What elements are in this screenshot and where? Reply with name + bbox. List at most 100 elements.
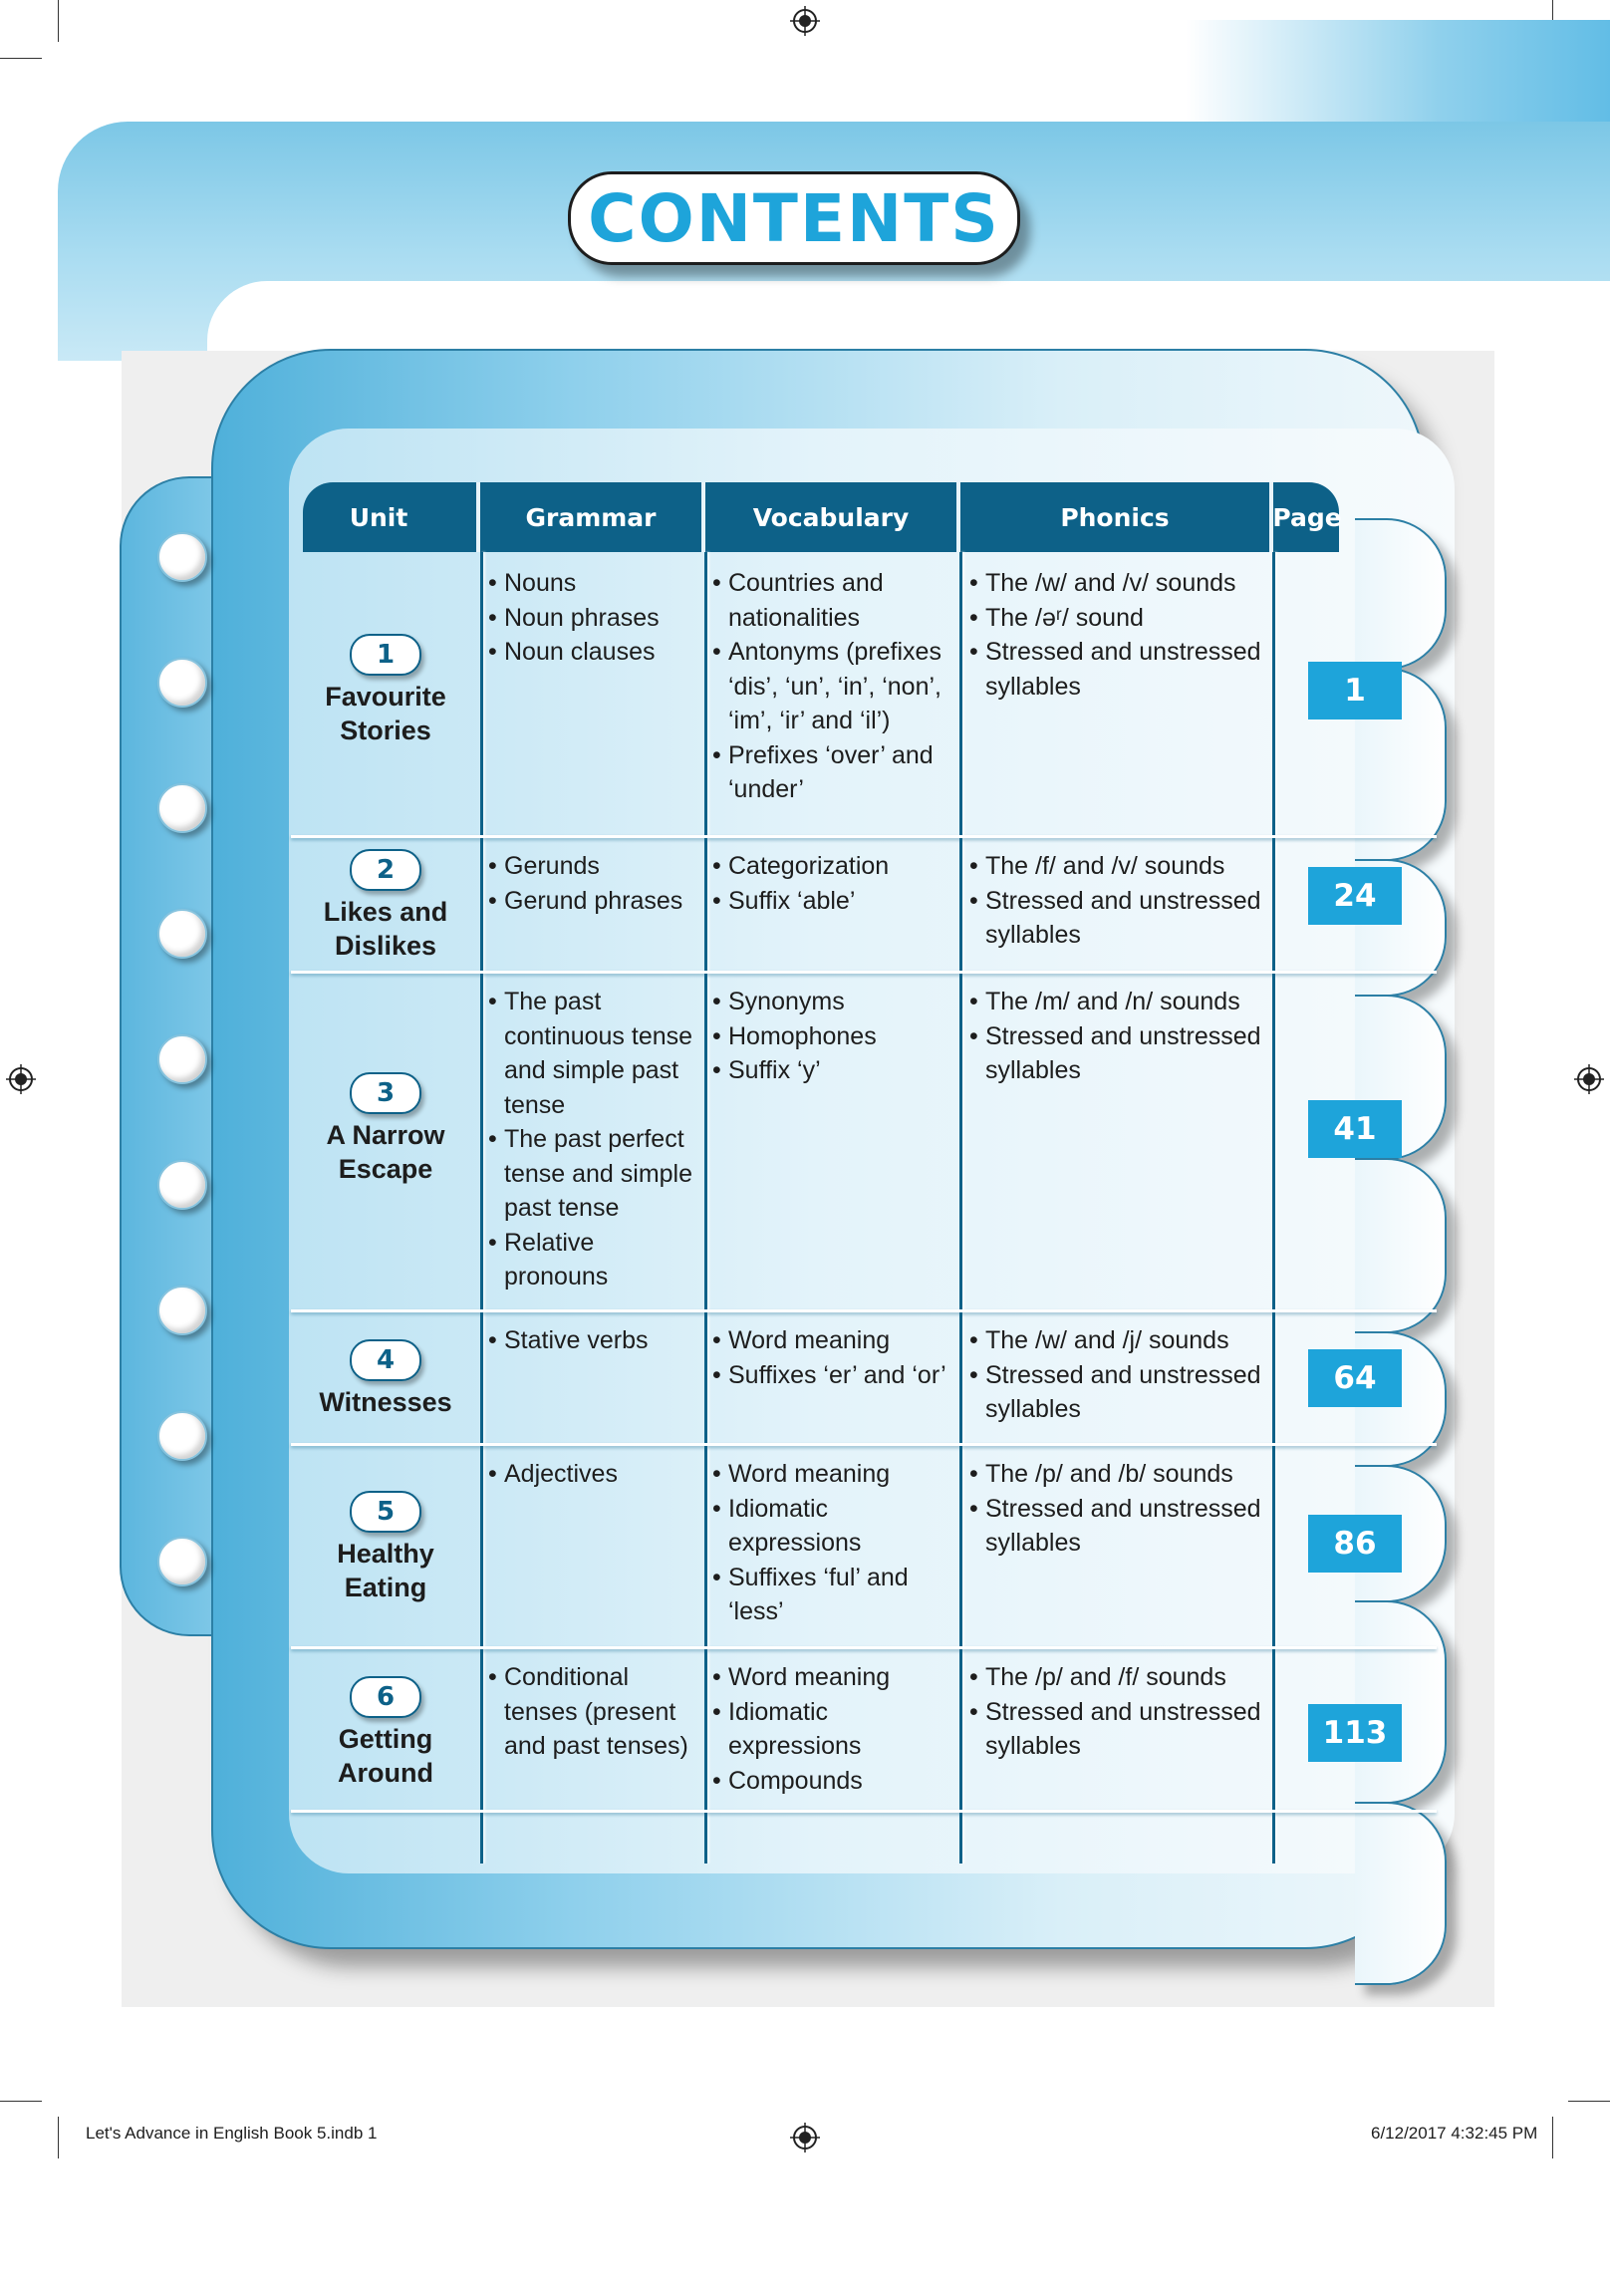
grammar-cell: Nouns Noun phrases Noun clauses [488, 566, 699, 670]
table-body: 1 Favourite Stories Nouns Noun phrases N… [291, 552, 1437, 2296]
vocabulary-item: Suffix ‘y’ [712, 1053, 957, 1088]
phonics-item: The /w/ and /v/ sounds [969, 566, 1268, 601]
registration-mark-bottom [790, 2123, 820, 2152]
phonics-item: The /w/ and /j/ sounds [969, 1323, 1268, 1358]
index-tab [1355, 1600, 1447, 1804]
grammar-item: Noun phrases [488, 601, 699, 636]
phonics-item: Stressed and unstressed syllables [969, 884, 1268, 953]
unit-name-line: Getting [338, 1724, 433, 1754]
phonics-item: Stressed and unstressed syllables [969, 1358, 1268, 1427]
binder-hole [157, 1411, 207, 1461]
binder-hole [157, 909, 207, 959]
table-row: 6 Getting Around Conditional tenses (pre… [291, 1648, 1402, 1810]
unit-name: Getting Around [291, 1722, 480, 1790]
grammar-cell: The past continuous tense and simple pas… [488, 985, 699, 1294]
unit-name-line: Eating [344, 1573, 427, 1602]
phonics-item: Stressed and unstressed syllables [969, 1492, 1268, 1561]
vocabulary-item: Word meaning [712, 1323, 957, 1358]
unit-number-badge: 4 [350, 1339, 421, 1381]
registration-mark-left [6, 1064, 36, 1094]
grammar-cell: Gerunds Gerund phrases [488, 849, 699, 918]
vocabulary-item: Countries and nationalities [712, 566, 957, 635]
table-row: 1 Favourite Stories Nouns Noun phrases N… [291, 552, 1402, 835]
binder-hole [157, 532, 207, 582]
unit-name-line: Favourite [325, 682, 446, 712]
table-row: 5 Healthy Eating Adjectives Word meaning… [291, 1445, 1402, 1646]
grammar-item: The past perfect tense and simple past t… [488, 1122, 699, 1226]
page-number: 41 [1308, 1100, 1402, 1158]
crop-mark-bottom-left-h [0, 2101, 42, 2102]
binder-hole [157, 658, 207, 708]
grammar-item: Nouns [488, 566, 699, 601]
grammar-cell: Adjectives [488, 1457, 699, 1492]
unit-number-badge: 1 [350, 634, 421, 676]
phonics-cell: The /m/ and /n/ sounds Stressed and unst… [969, 985, 1268, 1088]
unit-name-line: Stories [340, 716, 431, 745]
phonics-cell: The /p/ and /b/ sounds Stressed and unst… [969, 1457, 1268, 1561]
unit-cell: 3 A Narrow Escape [291, 1072, 480, 1186]
phonics-cell: The /p/ and /f/ sounds Stressed and unst… [969, 1660, 1268, 1764]
index-tab [1355, 518, 1447, 670]
phonics-item: The /m/ and /n/ sounds [969, 985, 1268, 1019]
header-grammar: Grammar [476, 482, 701, 552]
page-number: 64 [1308, 1349, 1402, 1407]
phonics-cell: The /w/ and /v/ sounds The /əʳ/ sound St… [969, 566, 1268, 704]
unit-name: A Narrow Escape [291, 1118, 480, 1186]
binder-hole [157, 1537, 207, 1586]
phonics-cell: The /w/ and /j/ sounds Stressed and unst… [969, 1323, 1268, 1427]
page-number: 24 [1308, 867, 1402, 925]
binder-hole [157, 783, 207, 833]
phonics-item: The /p/ and /f/ sounds [969, 1660, 1268, 1695]
unit-name-line: A Narrow [326, 1120, 445, 1150]
grammar-item: Gerunds [488, 849, 699, 884]
row-divider [291, 1309, 1437, 1312]
unit-cell: 2 Likes and Dislikes [291, 849, 480, 963]
grammar-item: Stative verbs [488, 1323, 699, 1358]
column-divider [1272, 552, 1275, 1864]
unit-name-line: Witnesses [319, 1387, 452, 1417]
header-page: Page [1269, 482, 1342, 552]
unit-cell: 6 Getting Around [291, 1676, 480, 1790]
phonics-item: Stressed and unstressed syllables [969, 635, 1268, 704]
footer-timestamp: 6/12/2017 4:32:45 PM [1371, 2124, 1538, 2143]
index-tab [1355, 1158, 1447, 1333]
unit-cell: 4 Witnesses [291, 1339, 480, 1419]
unit-cell: 1 Favourite Stories [291, 634, 480, 747]
index-tab [1355, 1802, 1447, 1985]
table-header: Unit Grammar Vocabulary Phonics Page [303, 482, 1342, 552]
column-divider [480, 552, 483, 1864]
vocabulary-item: Idiomatic expressions [712, 1492, 957, 1561]
row-divider [291, 1810, 1437, 1813]
vocabulary-cell: Word meaning Suffixes ‘er’ and ‘or’ [712, 1323, 957, 1392]
unit-name-line: Healthy [337, 1539, 434, 1569]
page-number: 86 [1308, 1515, 1402, 1573]
row-divider [291, 835, 1437, 838]
page-title: CONTENTS [588, 179, 1000, 257]
grammar-cell: Conditional tenses (present and past ten… [488, 1660, 699, 1764]
vocabulary-item: Suffixes ‘ful’ and ‘less’ [712, 1561, 957, 1629]
vocabulary-cell: Countries and nationalities Antonyms (pr… [712, 566, 957, 807]
crop-mark-bottom-right-h [1568, 2101, 1610, 2102]
vocabulary-cell: Categorization Suffix ‘able’ [712, 849, 957, 918]
unit-name: Witnesses [291, 1385, 480, 1419]
unit-name-line: Likes and [323, 897, 448, 927]
vocabulary-item: Prefixes ‘over’ and ‘under’ [712, 738, 957, 807]
phonics-item: The /f/ and /v/ sounds [969, 849, 1268, 884]
vocabulary-item: Word meaning [712, 1457, 957, 1492]
title-plate: CONTENTS [568, 171, 1020, 265]
crop-mark-top-left-v [58, 0, 59, 42]
grammar-item: Noun clauses [488, 635, 699, 670]
table-row: 3 A Narrow Escape The past continuous te… [291, 973, 1402, 1309]
grammar-item: Adjectives [488, 1457, 699, 1492]
vocabulary-cell: Word meaning Idiomatic expressions Suffi… [712, 1457, 957, 1629]
unit-number-badge: 3 [350, 1072, 421, 1114]
table-row: 2 Likes and Dislikes Gerunds Gerund phra… [291, 837, 1402, 971]
phonics-item: Stressed and unstressed syllables [969, 1019, 1268, 1088]
registration-mark-top [790, 6, 820, 36]
row-divider [291, 971, 1437, 974]
unit-name-line: Dislikes [334, 931, 437, 961]
unit-name: Healthy Eating [291, 1537, 480, 1604]
unit-name-line: Escape [338, 1154, 433, 1184]
vocabulary-item: Word meaning [712, 1660, 957, 1695]
vocabulary-item: Compounds [712, 1764, 957, 1799]
